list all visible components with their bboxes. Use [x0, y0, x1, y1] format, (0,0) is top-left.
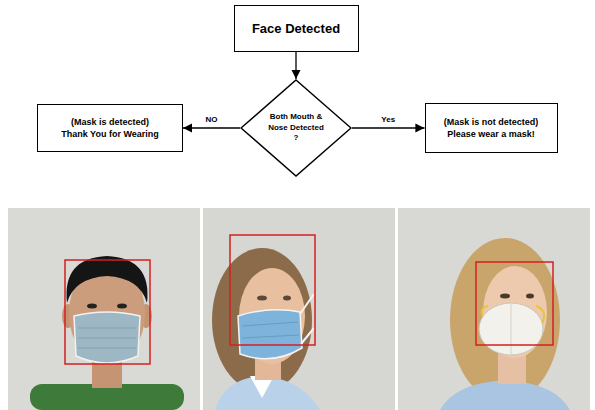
- photo-woman-n95-mask: [398, 208, 590, 410]
- mask-photos: [0, 208, 595, 410]
- photo-shape: [212, 248, 312, 392]
- photo-shape: [242, 322, 298, 326]
- photo-shape: [242, 335, 299, 338]
- flow-arrow: [295, 52, 296, 79]
- photo-shape: [67, 256, 148, 303]
- box-text: Thank You for Wearing: [61, 128, 159, 140]
- photo-shape: [230, 235, 315, 345]
- photo-shape: [479, 303, 543, 355]
- box-heading: (Mask is detected): [71, 116, 149, 128]
- photo-man: [8, 208, 200, 410]
- photo-shape: [203, 208, 395, 410]
- box-heading: (Mask is not detected): [444, 116, 539, 128]
- flow-arrow: [183, 127, 240, 128]
- result-box: (Mask is not detected)Please wear a mask…: [425, 103, 558, 153]
- photo-shape: [300, 294, 314, 344]
- photo-shape: [440, 380, 570, 410]
- photo-shape: [87, 304, 97, 309]
- photo-shape: [450, 238, 560, 402]
- photo-shape: [74, 312, 140, 363]
- photo-woman-surgical-mask: [203, 208, 395, 410]
- box-text: Face Detected: [252, 20, 340, 38]
- photo-shape: [78, 328, 136, 329]
- photo-shape: [78, 338, 136, 339]
- photo-shape: [65, 260, 150, 364]
- photo-shape: [239, 268, 305, 364]
- photo-shape: [398, 208, 590, 410]
- photo-shape: [500, 294, 510, 299]
- photo-shape: [526, 294, 534, 299]
- flow-arrow: [352, 127, 425, 128]
- photo-shape: [257, 296, 267, 301]
- photo-shape: [117, 304, 127, 309]
- diamond-shape: [241, 80, 351, 176]
- result-box: (Mask is detected)Thank You for Wearing: [37, 104, 183, 152]
- decision-diamond: Both Mouth & Nose Detected ?: [240, 79, 352, 177]
- edge-label: Yes: [379, 115, 397, 124]
- photo-shape: [476, 262, 553, 345]
- photo-shape: [215, 376, 320, 410]
- start-box: Face Detected: [234, 5, 359, 52]
- box-text: Please wear a mask!: [447, 128, 535, 140]
- photo-shape: [8, 208, 200, 410]
- photo-shape: [511, 304, 512, 354]
- decision-text: Both Mouth & Nose Detected ?: [267, 112, 325, 144]
- edge-label: NO: [204, 115, 220, 124]
- photo-shape: [78, 348, 136, 349]
- photo-shape: [283, 296, 291, 301]
- photo-shape: [238, 310, 302, 359]
